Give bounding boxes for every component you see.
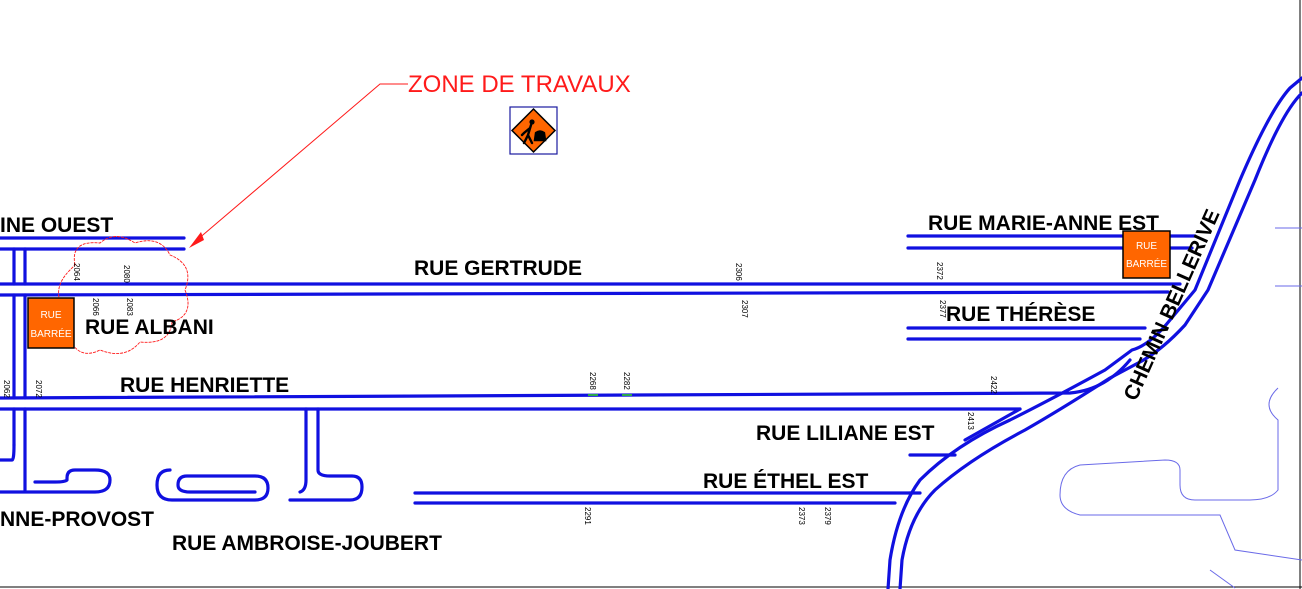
address-number: 2268 (588, 372, 597, 390)
sign-line1: RUE (1136, 241, 1157, 252)
road-cul-de-sac (288, 407, 364, 502)
arrowhead (189, 232, 204, 248)
work-zone-cloud (58, 236, 189, 355)
address-number: 2307 (740, 300, 749, 318)
address-number: 2072 (34, 380, 43, 398)
road-provost-loop (0, 468, 112, 494)
road-network (0, 76, 1302, 589)
work-zone-annotation: ZONE DE TRAVAUX (58, 71, 631, 355)
address-number: 2083 (125, 298, 134, 316)
address-number: 2372 (935, 262, 944, 280)
zone-de-travaux-label: ZONE DE TRAVAUX (408, 71, 631, 98)
address-number: 2422 (989, 376, 998, 394)
road-gertrude-south (0, 290, 1170, 297)
address-number: 2306 (734, 263, 743, 281)
label-rue-gertrude: RUE GERTRUDE (414, 257, 582, 280)
address-number: 2282 (622, 372, 631, 390)
road-therese (906, 326, 1147, 341)
address-number: 2413 (966, 412, 975, 430)
address-number: 2064 (72, 263, 81, 281)
road-closed-sign-east: RUE BARRÉE (1122, 230, 1171, 279)
label-provost: NNE-PROVOST (0, 508, 154, 531)
road-provost-loop-2 (155, 468, 270, 502)
road-provost-west (0, 443, 16, 462)
road-ambroise-joubert (413, 491, 912, 505)
address-number: 2373 (797, 507, 806, 525)
label-marie-anne-ouest: INE OUEST (0, 214, 113, 237)
road-closed-sign-west: RUE BARRÉE (27, 297, 75, 349)
road-chemin-bellerive-east (898, 91, 1302, 589)
leader-line (196, 83, 408, 241)
address-numbers: 2064 2080 2066 2083 2062 2072 2306 2307 … (2, 262, 998, 525)
sign-line2: BARRÉE (30, 327, 71, 340)
lot-marker (622, 394, 632, 396)
sign-line1: RUE (40, 310, 61, 321)
label-rue-ethel-est: RUE ÉTHEL EST (703, 470, 868, 493)
roadwork-sign-icon (509, 106, 558, 155)
label-rue-liliane-est: RUE LILIANE EST (756, 422, 935, 445)
address-number: 2062 (2, 380, 11, 398)
label-rue-albani: RUE ALBANI (85, 316, 214, 339)
road-marie-anne-ouest (0, 236, 186, 251)
address-number: 2291 (583, 507, 592, 525)
address-number: 2377 (938, 300, 947, 318)
lot-marker (588, 394, 598, 396)
label-rue-therese: RUE THÉRÈSE (946, 303, 1095, 326)
property-lines (1059, 227, 1302, 589)
address-number: 2080 (122, 265, 131, 283)
label-rue-henriette: RUE HENRIETTE (120, 374, 289, 397)
sign-line2: BARRÉE (1126, 257, 1167, 270)
road-liliane-diag (963, 407, 1022, 442)
road-chemin-bellerive-west (886, 76, 1302, 589)
address-number: 2379 (823, 507, 832, 525)
label-rue-marie-anne-est: RUE MARIE-ANNE EST (928, 212, 1159, 235)
label-rue-ambroise-joubert: RUE AMBROISE-JOUBERT (172, 532, 442, 555)
address-number: 2066 (91, 298, 100, 316)
